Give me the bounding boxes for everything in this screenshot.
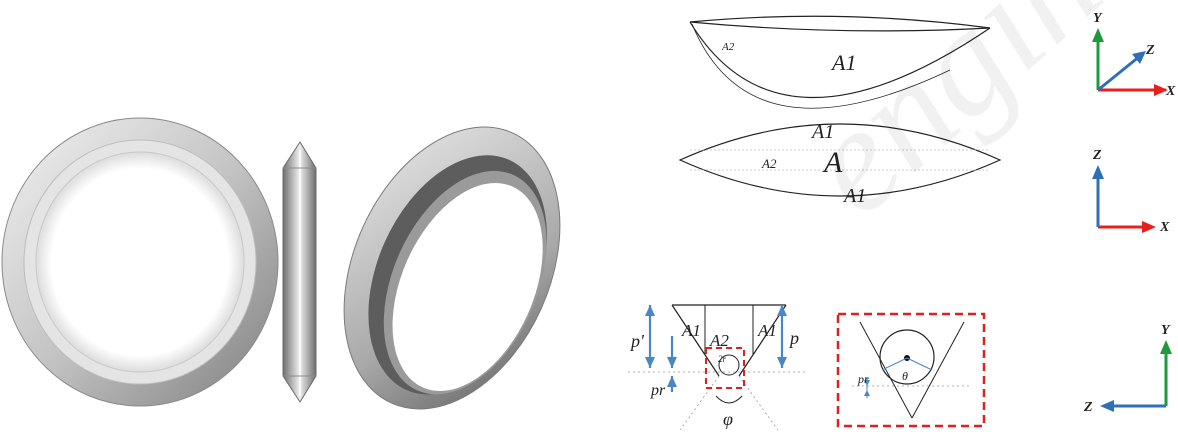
- detail-box-large: [836, 312, 986, 428]
- label-theta: θ: [902, 369, 908, 383]
- axis-label-z: Z: [1083, 400, 1093, 415]
- lens-top-view: A2 A1: [689, 15, 991, 109]
- label-a1: A1: [830, 50, 856, 75]
- detail-box-small: [705, 347, 745, 389]
- axis-label-z: Z: [1145, 43, 1155, 58]
- ring-edge-view: [282, 141, 317, 403]
- label-pr: pr: [857, 372, 869, 386]
- label-a1-right: A1: [757, 321, 777, 340]
- label-pr: pr: [650, 382, 666, 399]
- ring-isometric-view: [343, 126, 561, 410]
- label-2r: 2r: [718, 354, 727, 364]
- label-a2: A2: [709, 331, 729, 350]
- label-p-prime: p': [629, 331, 645, 351]
- lens-section-view: A1 A A2 A1: [678, 121, 1002, 207]
- axis-label-z: Z: [1092, 148, 1102, 163]
- axes-xyz: Y Z X: [1092, 11, 1176, 99]
- label-a1-bottom: A1: [842, 185, 866, 207]
- axis-label-x: X: [1159, 220, 1170, 235]
- label-a2: A2: [721, 41, 735, 53]
- label-a1-left: A1: [681, 321, 701, 340]
- label-a2: A2: [761, 156, 777, 171]
- detail-view: pr θ: [836, 312, 986, 428]
- axes-xz: Z X: [1092, 148, 1170, 235]
- label-a1-top: A1: [810, 121, 834, 143]
- axis-label-y: Y: [1161, 323, 1171, 338]
- v-section-view: p' p pr φ A1 A2 A1 2r: [628, 304, 808, 431]
- label-p: p: [788, 328, 799, 348]
- axis-label-x: X: [1165, 84, 1176, 99]
- label-a: A: [822, 146, 843, 179]
- ring-front-view: [1, 117, 279, 407]
- label-phi: φ: [723, 409, 733, 429]
- axes-zy: Y Z: [1083, 323, 1172, 415]
- axis-label-y: Y: [1093, 11, 1103, 26]
